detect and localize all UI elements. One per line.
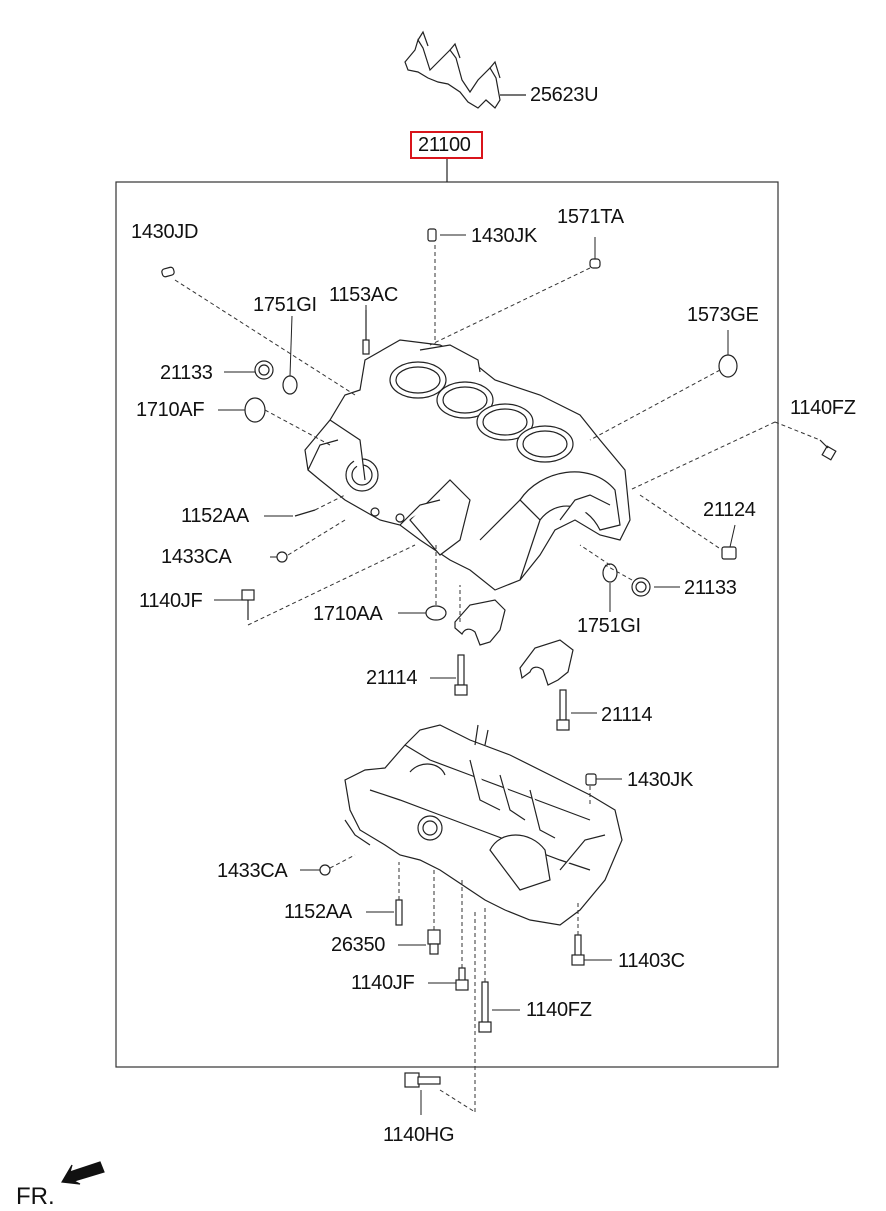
label-1710AA[interactable]: 1710AA: [313, 603, 383, 625]
label-1433CA-bottom[interactable]: 1433CA: [217, 860, 288, 882]
front-direction-arrow-icon: [61, 1161, 105, 1185]
bearing-caps: [454, 599, 574, 686]
assembly-dashed-lines: [174, 245, 821, 1113]
label-26350[interactable]: 26350: [331, 934, 386, 956]
label-21124[interactable]: 21124: [703, 499, 756, 521]
label-1573GE[interactable]: 1573GE: [687, 304, 759, 326]
leader-lines: [214, 234, 736, 1115]
label-1140HG[interactable]: 1140HG: [383, 1124, 455, 1146]
label-21114-right[interactable]: 21114: [601, 704, 653, 726]
small-parts: [161, 228, 837, 1088]
label-1430JK-bottom[interactable]: 1430JK: [627, 769, 694, 791]
label-1152AA-top[interactable]: 1152AA: [181, 505, 249, 527]
label-1140FZ-bottom[interactable]: 1140FZ: [526, 999, 592, 1021]
part-25623U-gasket: [404, 30, 526, 109]
label-1152AA-bottom[interactable]: 1152AA: [284, 901, 352, 923]
label-11403C[interactable]: 11403C: [618, 950, 685, 972]
main-part-highlight: [410, 131, 483, 159]
label-1430JD[interactable]: 1430JD: [131, 221, 199, 243]
lower-crankcase: [344, 724, 623, 926]
label-main-part[interactable]: 21100: [418, 134, 471, 156]
label-1433CA-top[interactable]: 1433CA: [161, 546, 232, 568]
label-1571TA[interactable]: 1571TA: [557, 206, 624, 228]
label-25623U[interactable]: 25623U: [530, 84, 599, 106]
label-1140JF-top[interactable]: 1140JF: [139, 590, 203, 612]
label-21133-right[interactable]: 21133: [684, 577, 737, 599]
label-21133-left[interactable]: 21133: [160, 362, 213, 384]
label-1751GI-bottom[interactable]: 1751GI: [577, 615, 641, 637]
front-direction-label: FR.: [16, 1183, 55, 1210]
assembly-frame: [115, 181, 779, 1068]
label-1710AF[interactable]: 1710AF: [136, 399, 205, 421]
label-1140FZ-right[interactable]: 1140FZ: [790, 397, 856, 419]
cylinder-block: [304, 339, 631, 591]
label-1751GI-top[interactable]: 1751GI: [253, 294, 317, 316]
label-1430JK-top[interactable]: 1430JK: [471, 225, 538, 247]
label-21114-left[interactable]: 21114: [366, 667, 418, 689]
label-1153AC[interactable]: 1153AC: [329, 284, 398, 306]
label-1140JF-bottom[interactable]: 1140JF: [351, 972, 415, 994]
